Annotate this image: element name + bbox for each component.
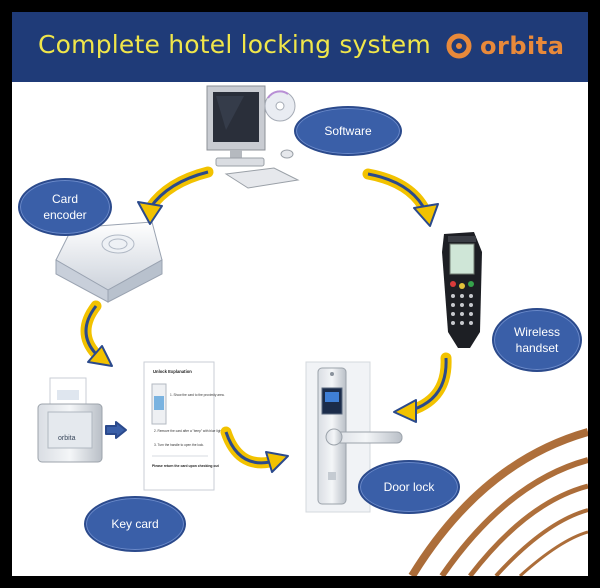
node-door-lock: Door lock [358,460,460,514]
slide: Complete hotel locking system orbita [12,12,588,576]
node-key-card-label: Key card [111,516,159,531]
arrow-software-to-handset [362,168,439,227]
card-sheet-step2: 2. Remove the card after a "beep" with b… [154,429,229,433]
computer-icon [206,85,300,189]
node-key-card: Key card [84,496,186,552]
node-software: Software [294,106,402,156]
node-wireless-handset: Wireless handset [492,308,582,372]
page-title: Complete hotel locking system [38,30,431,59]
logo-text: orbita [480,32,565,60]
svg-text:orbita: orbita [58,435,76,442]
arrow-handset-to-doorlock [393,352,452,423]
arrow-encoder-to-keycard [80,300,113,367]
card-sheet-footer: Please return the card upon checking out [152,464,220,468]
header-bar: Complete hotel locking system orbita [12,12,588,82]
card-sheet-heading: Unlock Explanation [153,369,192,374]
card-sheet-step3: 3. Turn the handle to open the lock. [154,443,204,447]
diagram-art: Unlock Explanation 1. Show the card to t… [37,85,588,576]
node-card-encoder-label: Card encoder [43,191,87,222]
handset-icon [442,232,482,348]
flow-arrows [80,166,452,473]
node-wireless-handset-label: Wireless handset [513,324,560,355]
cd-icon [264,90,296,122]
logo: orbita [444,28,564,64]
key-card-sheet-icon [143,361,215,491]
node-door-lock-label: Door lock [383,479,435,494]
card-sheet-step1: 1. Show the card to the proximity area. [170,393,225,397]
arrow-computer-to-encoder [137,166,214,225]
arrow-sheet-to-switch [105,421,127,439]
arrow-keycard-to-doorlock [220,426,289,473]
node-software-label: Software [324,123,372,138]
decorative-arcs [408,428,588,576]
node-card-encoder: Card encoder [18,178,112,236]
logo-mark-icon [446,33,472,59]
energy-switch-icon: orbita [37,377,103,463]
